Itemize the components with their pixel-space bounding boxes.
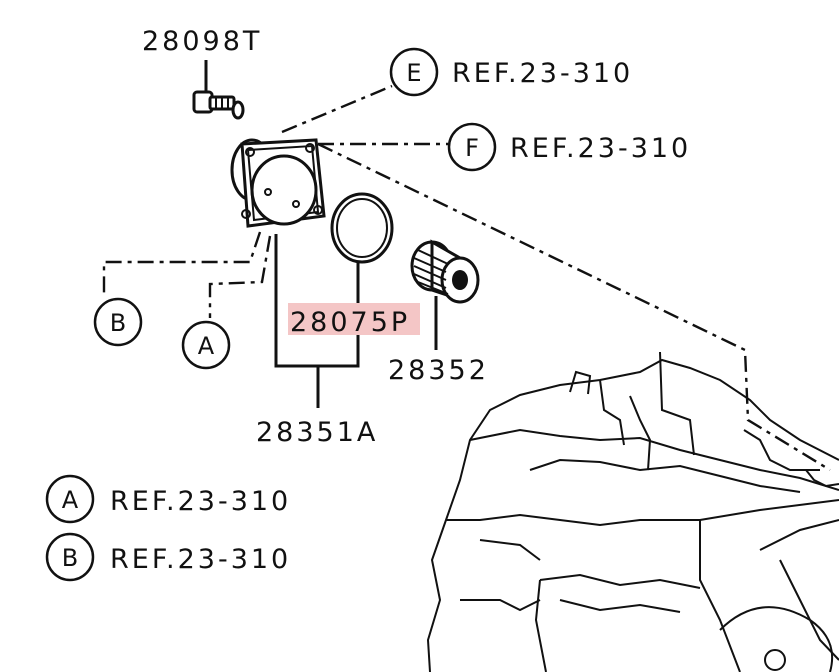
legend-b-letter: B (62, 544, 78, 572)
callout-a-letter: A (198, 332, 215, 360)
callout-e-letter: E (406, 59, 421, 87)
legend-item-a: A REF.23-310 (45, 474, 291, 524)
callout-b: B (93, 297, 143, 347)
o-ring-28075p-illustration (330, 192, 394, 264)
filter-cover-28351a-illustration (230, 138, 326, 228)
label-filter-cover: 28351A (256, 417, 378, 448)
callout-f: F REF.23-310 (447, 122, 691, 172)
legend-b-ref: REF.23-310 (110, 544, 291, 575)
label-filter-element: 28352 (388, 355, 489, 386)
callout-b-letter: B (110, 309, 126, 337)
callout-a: A (181, 320, 231, 370)
legend-a-ref: REF.23-310 (110, 486, 291, 517)
callout-f-ref: REF.23-310 (510, 133, 691, 164)
legend-item-b: B REF.23-310 (45, 532, 291, 582)
label-bolt: 28098T (142, 26, 262, 57)
callout-e: E REF.23-310 (389, 47, 633, 97)
transmission-housing-illustration (426, 351, 839, 672)
highlight-box (288, 303, 420, 335)
legend-a-letter: A (62, 486, 79, 514)
filter-element-28352-illustration (410, 239, 480, 304)
part-number-labels: 28098T 28075P 28352 28351A (142, 26, 489, 448)
callout-f-letter: F (465, 134, 479, 162)
bolt-28098t-illustration (192, 90, 245, 120)
callout-e-ref: REF.23-310 (452, 58, 633, 89)
label-o-ring[interactable]: 28075P (290, 307, 410, 338)
legend: A REF.23-310 B REF.23-310 (45, 474, 291, 582)
reference-leader-lines (102, 84, 831, 472)
